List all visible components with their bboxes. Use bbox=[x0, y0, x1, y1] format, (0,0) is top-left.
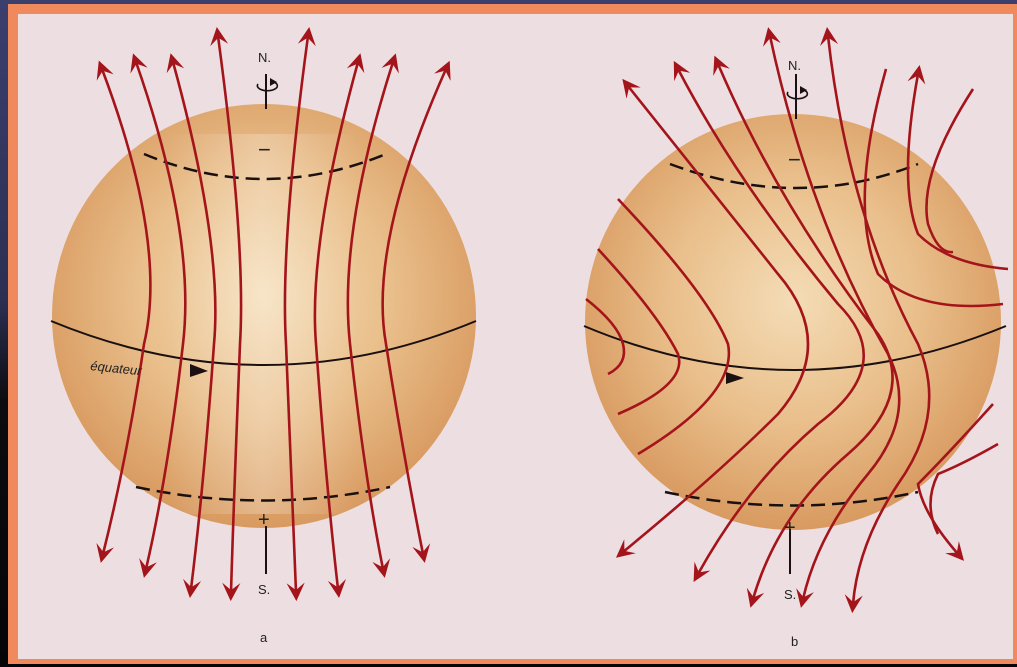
sphere-b-minus-label: − bbox=[788, 147, 801, 172]
sphere-b-plus-label: + bbox=[784, 517, 796, 539]
sphere-b bbox=[585, 114, 1001, 530]
sphere-b-south-label: S. bbox=[784, 587, 796, 602]
orange-frame: N. − + S. équateur a bbox=[8, 4, 1017, 664]
sphere-a-plus-label: + bbox=[258, 509, 270, 531]
panel-a-label: a bbox=[260, 630, 268, 645]
sphere-b-north-label: N. bbox=[788, 58, 801, 73]
sphere-a-highlight-band bbox=[168, 134, 358, 514]
sphere-a-south-label: S. bbox=[258, 582, 270, 597]
diagram-panel: N. − + S. équateur a bbox=[18, 14, 1013, 659]
sphere-a-north-label: N. bbox=[258, 50, 271, 65]
sphere-a-group: N. − + S. équateur a bbox=[51, 36, 476, 645]
sphere-a-minus-label: − bbox=[258, 137, 271, 162]
panel-b-label: b bbox=[791, 634, 798, 649]
rotation-arrowhead-icon bbox=[800, 86, 807, 94]
sphere-b-group: N. − + S. b bbox=[584, 36, 1008, 649]
magnetic-field-diagram: N. − + S. équateur a bbox=[18, 14, 1013, 659]
rotation-arrowhead-icon bbox=[270, 78, 277, 86]
